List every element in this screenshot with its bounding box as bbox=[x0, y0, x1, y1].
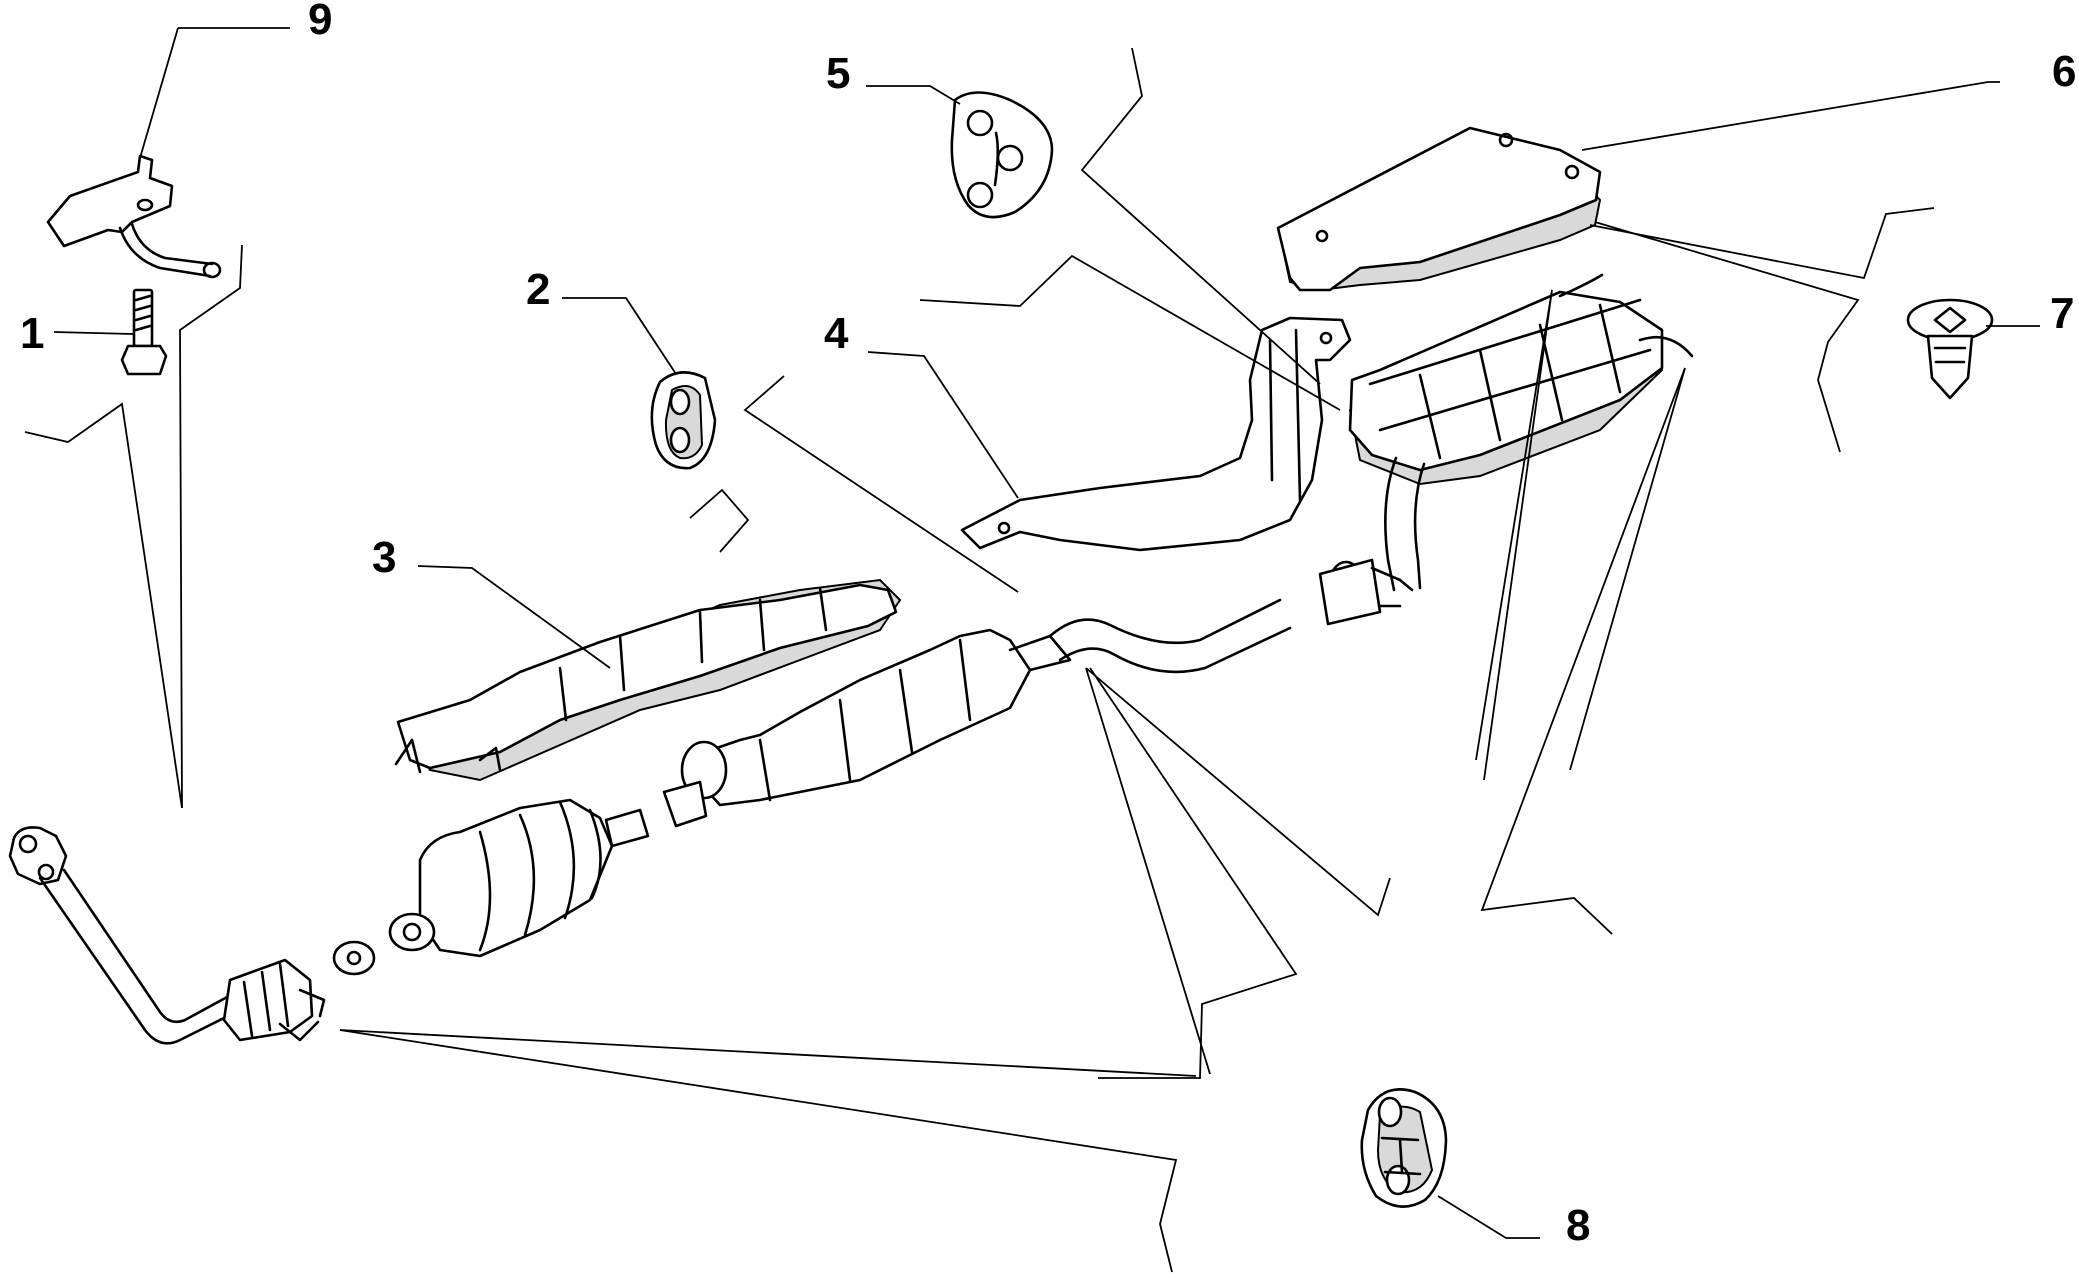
part-2-rubber-mount[interactable] bbox=[650, 371, 717, 470]
callout-1: 1 bbox=[20, 309, 135, 358]
part-5-flange[interactable] bbox=[950, 91, 1054, 219]
rear-muffler[interactable] bbox=[1348, 273, 1694, 592]
callout-2: 2 bbox=[526, 265, 677, 375]
front-downpipe[interactable] bbox=[8, 826, 326, 1045]
callout-9: 9 bbox=[139, 0, 332, 159]
callout-5: 5 bbox=[826, 49, 961, 105]
center-pipe-and-catalyst[interactable] bbox=[662, 558, 1414, 828]
callout-5-label: 5 bbox=[826, 49, 850, 98]
callout-8: 8 bbox=[1437, 1195, 1590, 1250]
part-6-heat-shield[interactable] bbox=[1276, 126, 1602, 292]
callout-1-label: 1 bbox=[20, 309, 44, 358]
callout-9-label: 9 bbox=[308, 0, 332, 44]
part-3-heat-shield[interactable] bbox=[394, 578, 902, 782]
callout-6-label: 6 bbox=[2052, 47, 2076, 96]
callout-6: 6 bbox=[1581, 47, 2076, 151]
callout-8-label: 8 bbox=[1566, 1201, 1590, 1250]
part-8-rubber-mount[interactable] bbox=[1360, 1088, 1448, 1208]
leader-lines bbox=[24, 47, 1935, 1273]
part-9-bracket[interactable] bbox=[46, 154, 222, 279]
part-4-heat-shield[interactable] bbox=[960, 316, 1352, 552]
callout-4-label: 4 bbox=[824, 309, 849, 358]
callout-3-label: 3 bbox=[372, 533, 396, 582]
front-precatalyst[interactable] bbox=[332, 798, 650, 976]
callout-7: 7 bbox=[1986, 289, 2074, 338]
callout-7-label: 7 bbox=[2050, 289, 2074, 338]
callout-4: 4 bbox=[824, 309, 1019, 499]
callout-3: 3 bbox=[372, 533, 611, 669]
part-7-clip[interactable] bbox=[1906, 298, 1994, 400]
callout-2-label: 2 bbox=[526, 265, 550, 314]
part-1-bolt[interactable] bbox=[120, 288, 168, 376]
